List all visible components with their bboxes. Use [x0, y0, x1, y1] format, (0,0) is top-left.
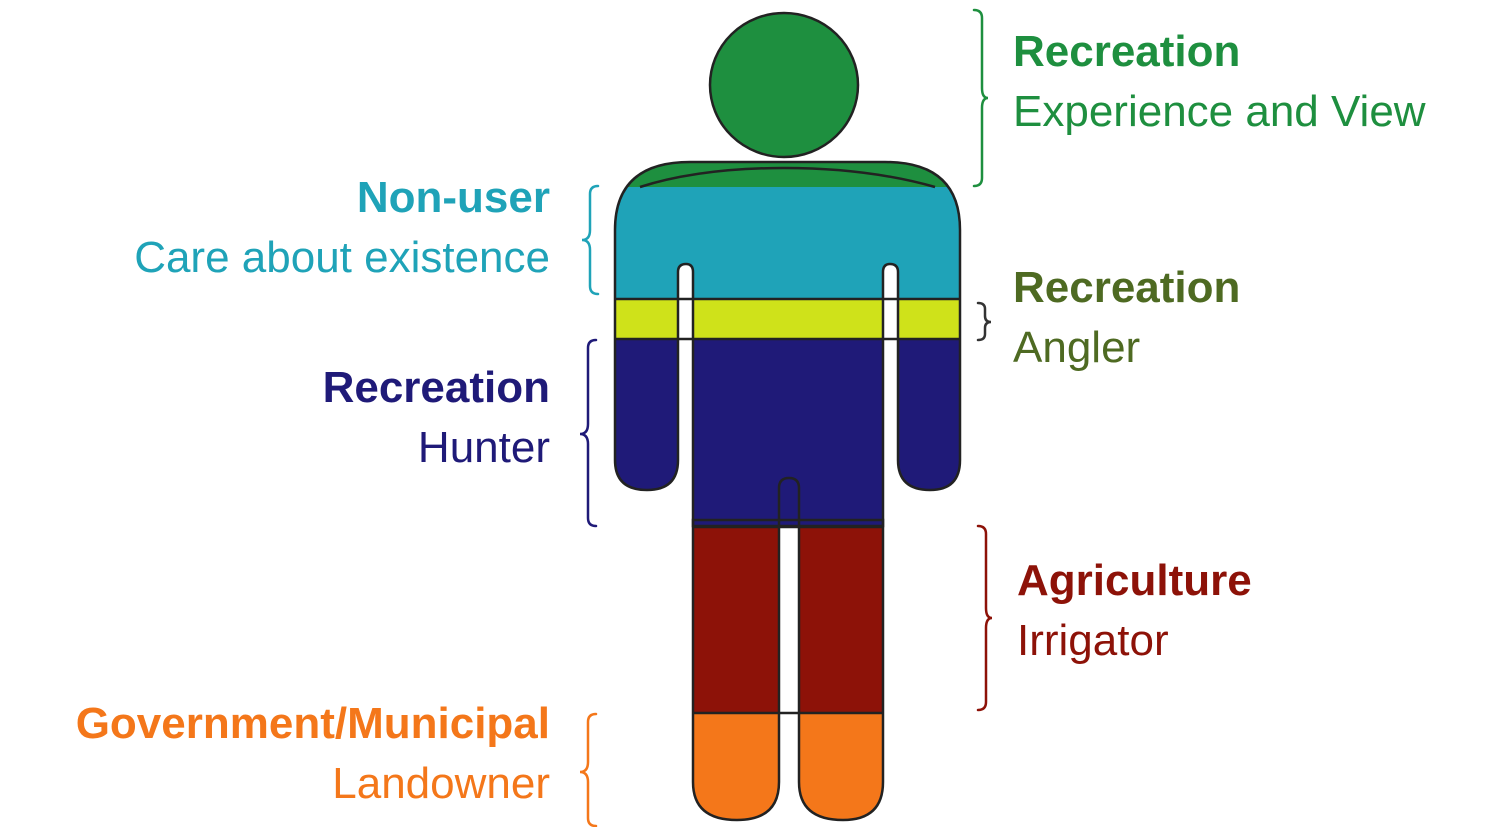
bracket-government [579, 712, 598, 827]
label-subtitle: Care about existence [134, 233, 550, 282]
label-subtitle: Experience and View [1013, 87, 1426, 136]
label-subtitle: Hunter [417, 423, 550, 472]
label-non-user: Non-user Care about existence [134, 176, 550, 280]
label-title: Recreation [1013, 263, 1241, 312]
label-title: Recreation [322, 363, 550, 412]
label-subtitle: Landowner [332, 759, 550, 808]
label-agriculture: Agriculture Irrigator [1017, 559, 1252, 663]
bracket-angler [976, 301, 992, 342]
label-title: Agriculture [1017, 556, 1252, 605]
label-subtitle: Angler [1013, 323, 1141, 372]
label-angler: Recreation Angler [1013, 266, 1240, 370]
band-lower-legs [615, 713, 960, 820]
band-shoulders [615, 162, 960, 187]
band-lower-torso [615, 339, 960, 527]
bracket-hunter [579, 338, 598, 528]
band-chest [615, 299, 960, 339]
bracket-agriculture [976, 524, 993, 712]
bracket-non-user [581, 184, 600, 296]
figure-outline [613, 160, 962, 822]
label-hunter: Recreation Hunter [323, 366, 550, 470]
bracket-recreation-view [972, 8, 989, 188]
band-upper-legs [615, 527, 960, 713]
band-upper-torso [615, 187, 960, 299]
label-title: Government/Municipal [75, 699, 550, 748]
label-title: Recreation [1013, 27, 1241, 76]
label-title: Non-user [356, 173, 550, 222]
label-government: Government/Municipal Landowner [76, 702, 550, 806]
label-subtitle: Irrigator [1017, 616, 1169, 665]
label-recreation-view: Recreation Experience and View [1013, 30, 1426, 134]
figure-head [710, 13, 858, 157]
